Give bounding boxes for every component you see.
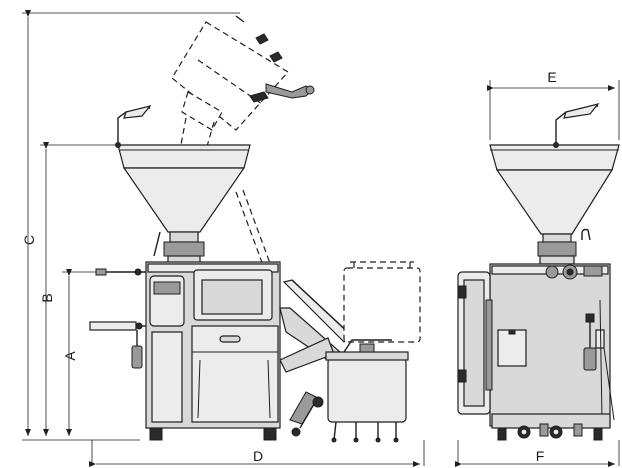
hopper <box>115 104 251 265</box>
dimension-label-e: E <box>547 69 556 85</box>
lifter-column <box>279 279 353 437</box>
side-view <box>89 15 421 443</box>
front-hopper <box>489 102 620 265</box>
front-view <box>457 102 620 441</box>
dimension-lines <box>22 10 620 467</box>
dimension-labels: C B A D E F <box>21 69 557 464</box>
dimension-label-b: B <box>39 293 55 302</box>
front-cabinet <box>457 263 615 441</box>
dimension-label-d: D <box>253 448 263 464</box>
dimension-label-a: A <box>62 351 78 361</box>
filler-cabinet <box>89 261 281 441</box>
hopper-tilted-ghost <box>171 15 315 151</box>
dimension-label-f: F <box>536 448 545 464</box>
lifter-bucket <box>325 261 421 443</box>
lift-arm-ghost <box>235 189 272 269</box>
dimension-label-c: C <box>21 235 37 245</box>
